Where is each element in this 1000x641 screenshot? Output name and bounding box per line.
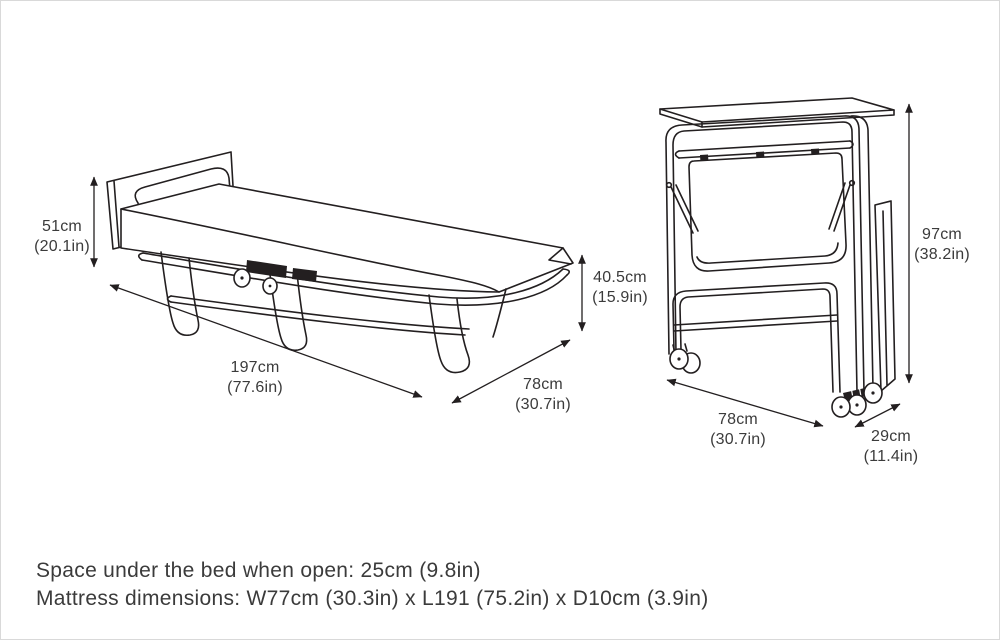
dim-open-head-height-label: 51cm (20.1in) (2, 217, 122, 256)
dim-imperial: (11.4in) (863, 447, 919, 465)
casters (669, 343, 883, 418)
under-rails (166, 295, 470, 336)
dim-folded-depth-label: 29cm (11.4in) (831, 427, 951, 466)
front-frame (665, 115, 865, 393)
dim-open-length-label: 197cm (77.6in) (195, 358, 315, 397)
dim-open-width-label: 78cm (30.7in) (483, 375, 603, 414)
note-space-under-bed: Space under the bed when open: 25cm (9.8… (36, 559, 481, 582)
rear-frame (850, 115, 896, 392)
dim-folded-height-label: 97cm (38.2in) (882, 225, 1000, 264)
dim-open-sleep-height-label: 40.5cm (15.9in) (560, 268, 680, 307)
dim-metric: 29cm (871, 428, 911, 445)
dim-imperial: (15.9in) (592, 288, 648, 306)
dimension-arrow-folded-width (666, 378, 824, 428)
retaining-straps (665, 179, 856, 234)
notes: Space under the bed when open: 25cm (9.8… (36, 557, 709, 613)
dim-metric: 197cm (230, 359, 280, 376)
dimension-arrow-open-width (451, 339, 571, 404)
top-shelf (659, 97, 895, 128)
dim-imperial: (20.1in) (34, 237, 90, 255)
dim-folded-width-label: 78cm (30.7in) (678, 410, 798, 449)
dim-imperial: (30.7in) (710, 430, 766, 448)
dim-imperial: (30.7in) (515, 395, 571, 413)
open-bed-drawing (106, 151, 574, 374)
lower-frame (672, 282, 841, 393)
dim-metric: 97cm (922, 226, 962, 243)
folded-bed-drawing (659, 97, 896, 418)
dim-metric: 78cm (718, 411, 758, 428)
mattress (120, 183, 574, 293)
dimension-arrow-folded-depth (854, 403, 901, 428)
dim-metric: 40.5cm (593, 269, 647, 286)
dim-metric: 51cm (42, 218, 82, 235)
dimension-arrow-open-length (109, 284, 423, 398)
dim-imperial: (77.6in) (227, 378, 283, 396)
folded-mattress-panel (688, 152, 847, 272)
dim-imperial: (38.2in) (914, 245, 970, 263)
dim-metric: 78cm (523, 376, 563, 393)
note-mattress-dimensions: Mattress dimensions: W77cm (30.3in) x L1… (36, 587, 709, 610)
